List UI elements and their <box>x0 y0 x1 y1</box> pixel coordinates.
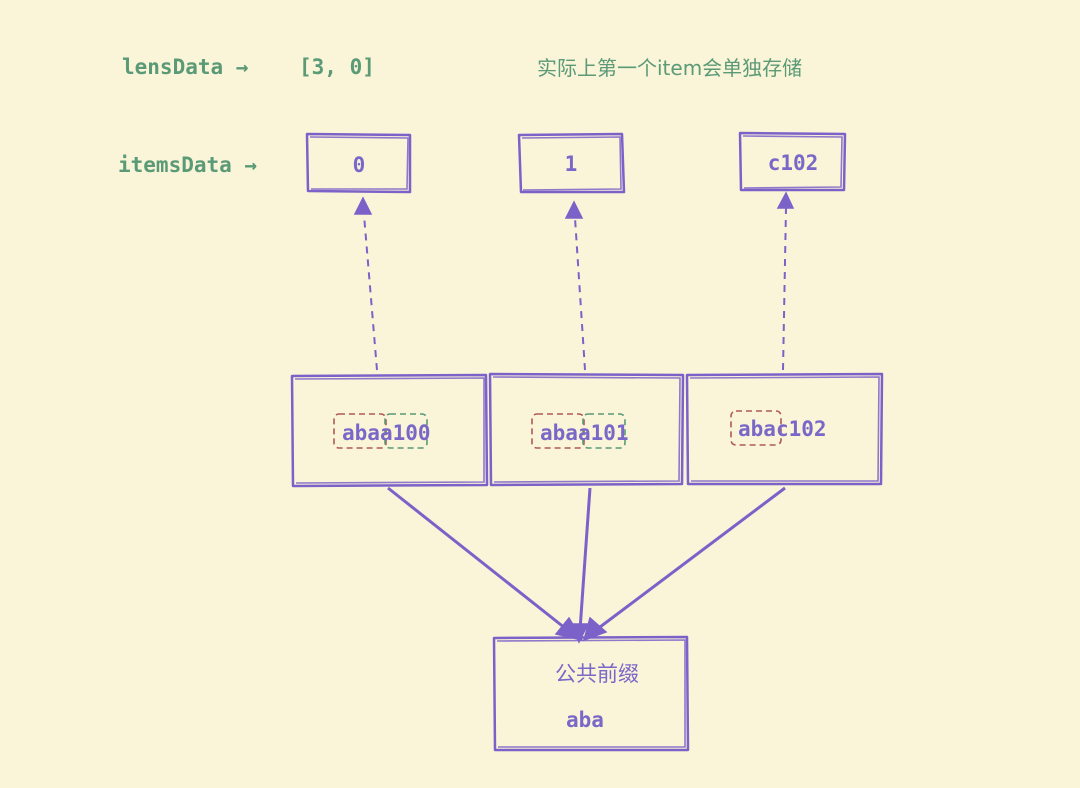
entry-prefix-2: aba <box>738 417 776 441</box>
entry-suffix-2: c102 <box>776 417 827 441</box>
solid-arrow-1 <box>569 487 592 644</box>
common-prefix-box: 公共前缀 aba <box>492 635 690 752</box>
dashed-arrow-1 <box>564 200 586 371</box>
prefix-highlight-2 <box>730 410 782 446</box>
item-box-0: 0 <box>305 132 412 194</box>
lens-data-value: [3, 0] <box>299 55 375 79</box>
entry-box-0: aba a100 <box>290 373 489 488</box>
lens-data-label: lensData → <box>122 55 248 79</box>
item-box-1: 1 <box>517 132 626 194</box>
solid-arrow-2 <box>582 486 786 642</box>
item-box-2: c102 <box>738 131 847 192</box>
entry-suffix-1: a101 <box>578 421 629 445</box>
suffix-highlight-0 <box>384 413 428 449</box>
first-item-note: 实际上第一个item会单独存储 <box>537 56 802 80</box>
common-prefix-value: aba <box>566 708 604 732</box>
common-prefix-title: 公共前缀 <box>555 662 639 686</box>
dashed-arrow-0 <box>353 196 378 371</box>
suffix-highlight-1 <box>582 413 626 449</box>
entry-box-2: aba c102 <box>685 372 884 486</box>
entry-box-1: aba a101 <box>488 372 685 487</box>
dashed-arrow-2 <box>776 191 795 371</box>
items-data-label: itemsData → <box>118 153 257 177</box>
prefix-highlight-1 <box>531 413 585 449</box>
entry-prefix-1: aba <box>540 421 578 445</box>
item-value-2: c102 <box>768 151 819 175</box>
item-value-0: 0 <box>353 153 366 177</box>
entry-prefix-0: aba <box>342 421 380 445</box>
entry-suffix-0: a100 <box>380 421 431 445</box>
prefix-highlight-0 <box>333 413 387 449</box>
solid-arrow-0 <box>387 486 584 642</box>
item-value-1: 1 <box>565 152 578 176</box>
